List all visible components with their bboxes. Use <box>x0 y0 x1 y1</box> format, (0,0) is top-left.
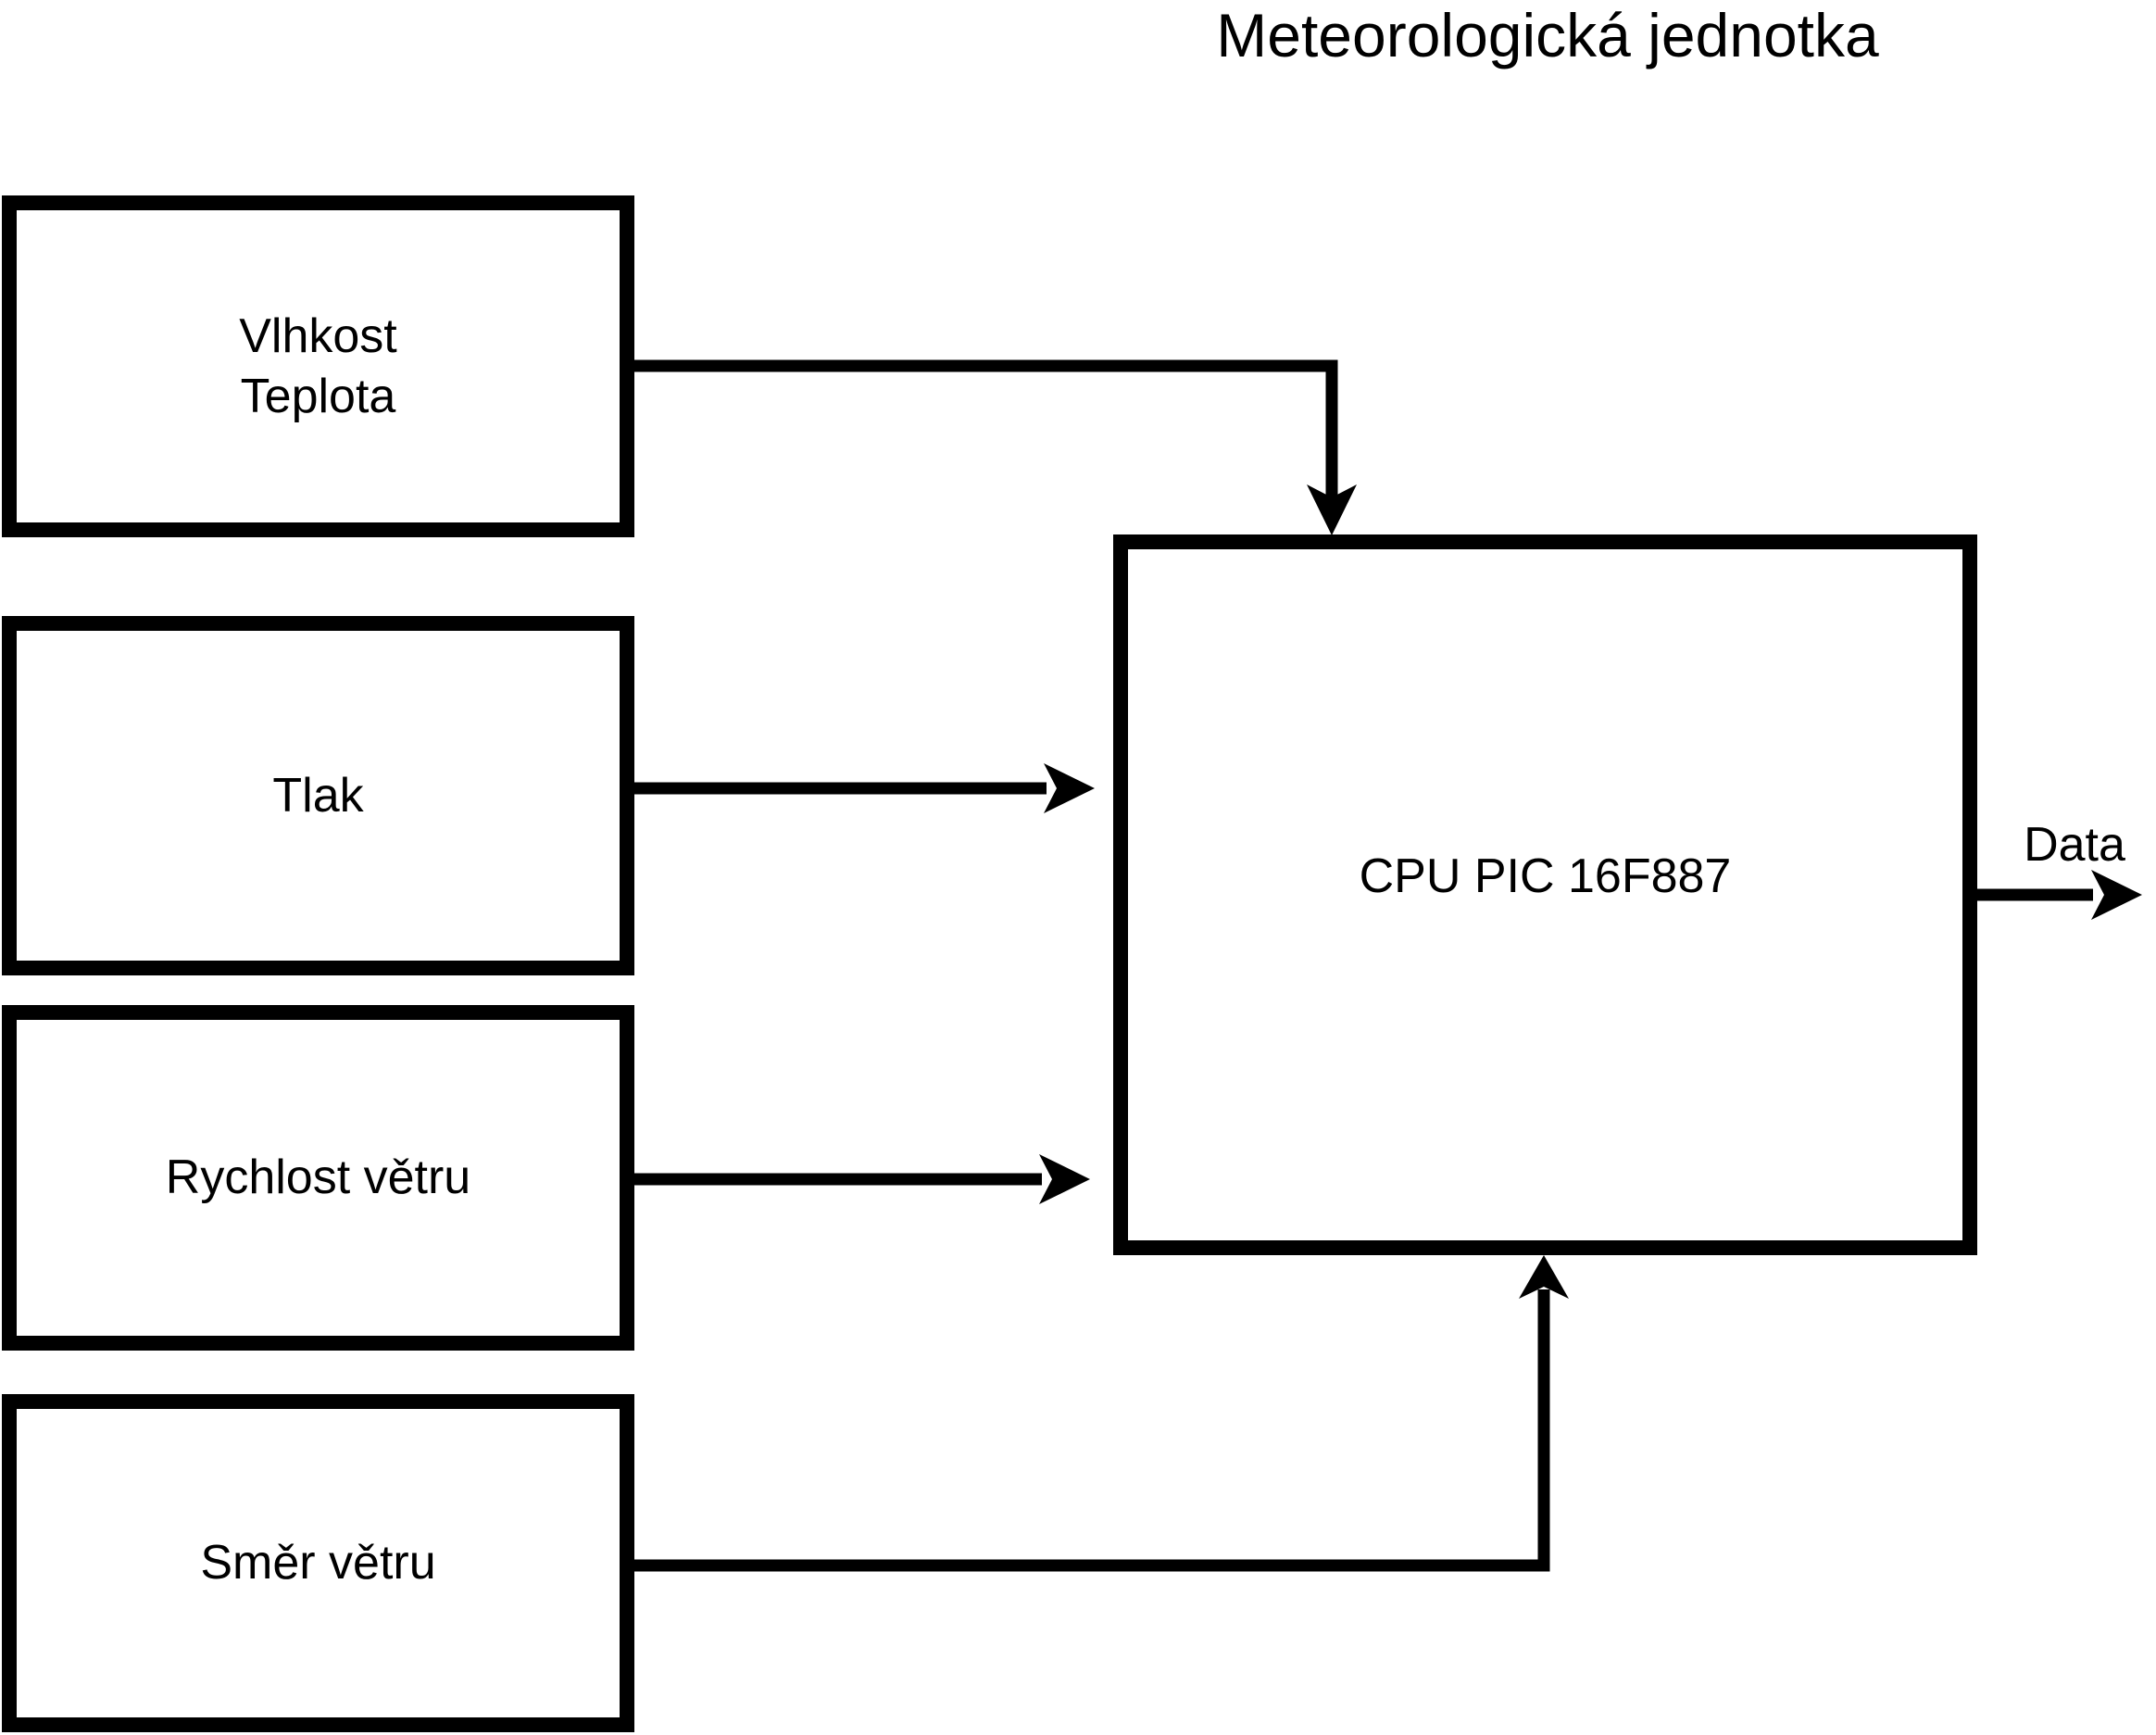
connector-humidity-temp-to-cpu <box>634 359 1338 508</box>
diagram-title: Meteorologická jednotka <box>1216 1 1879 69</box>
arrowhead-right-pressure <box>1044 763 1095 813</box>
arrowhead-right-wind-speed <box>1039 1154 1090 1204</box>
sensor-box-pressure-label: Tlak <box>272 768 364 823</box>
cpu-box-label: CPU PIC 16F887 <box>1359 849 1732 903</box>
sensor-box-wind-speed-label: Rychlost větru <box>165 1150 471 1204</box>
cpu-box: CPU PIC 16F887 <box>1113 534 1977 1255</box>
sensor-box-wind-direction: Směr větru <box>2 1394 634 1732</box>
sensor-box-wind-speed: Rychlost větru <box>2 1005 634 1351</box>
sensor-box-pressure: Tlak <box>2 616 634 975</box>
sensor-box-humidity-temperature: Vlhkost Teplota <box>2 195 634 537</box>
data-output-label: Data <box>2024 818 2125 872</box>
arrowhead-right-data-output <box>2091 870 2142 920</box>
sensor-box-humidity-temperature-label: Vlhkost Teplota <box>239 308 397 423</box>
sensor-box-wind-direction-label: Směr větru <box>200 1536 436 1590</box>
arrowhead-down-humidity-temp <box>1307 484 1357 535</box>
arrowhead-up-wind-direction <box>1519 1255 1569 1299</box>
connector-wind-direction-to-cpu <box>634 1289 1550 1572</box>
